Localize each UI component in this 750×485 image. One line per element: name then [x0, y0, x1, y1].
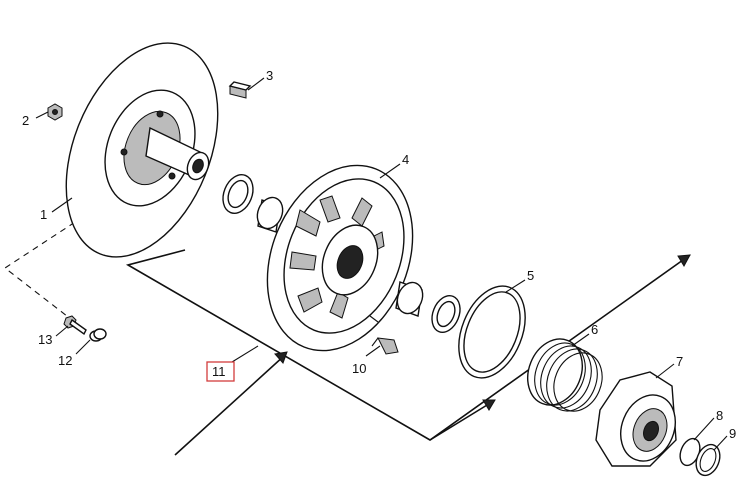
movable-sheave-part	[266, 164, 414, 352]
callout-11-highlight-box	[206, 361, 235, 382]
callout-12: 12	[58, 353, 72, 368]
snap-ring-part	[695, 443, 721, 477]
callout-2: 2	[22, 113, 29, 128]
leader-lines	[35, 77, 728, 451]
callout-11: 11	[212, 364, 226, 379]
retainer-band-part	[458, 285, 526, 379]
key-part	[228, 81, 252, 99]
callout-6: 6	[591, 322, 598, 337]
spring-part	[527, 338, 603, 412]
bolt-part	[63, 315, 87, 336]
callout-1: 1	[40, 207, 47, 222]
callout-9: 9	[729, 426, 736, 441]
cam-housing-part	[595, 371, 677, 467]
nut-part	[47, 103, 63, 121]
fixed-sheave-part	[65, 42, 219, 258]
callout-3: 3	[266, 68, 273, 83]
sheave-ribs	[289, 195, 385, 319]
callout-10: 10	[352, 361, 366, 376]
callouts: 1 2 3 4 5 6 7 8 9 10 11 12 13	[22, 68, 736, 441]
bushing-right	[395, 281, 461, 333]
bushing-left	[222, 174, 284, 233]
callout-13: 13	[38, 332, 52, 347]
callout-5: 5	[527, 268, 534, 283]
callout-7: 7	[676, 354, 683, 369]
callout-8: 8	[716, 408, 723, 423]
bushing-small-part	[89, 328, 107, 342]
callout-4: 4	[402, 152, 409, 167]
clip-part	[369, 315, 399, 355]
